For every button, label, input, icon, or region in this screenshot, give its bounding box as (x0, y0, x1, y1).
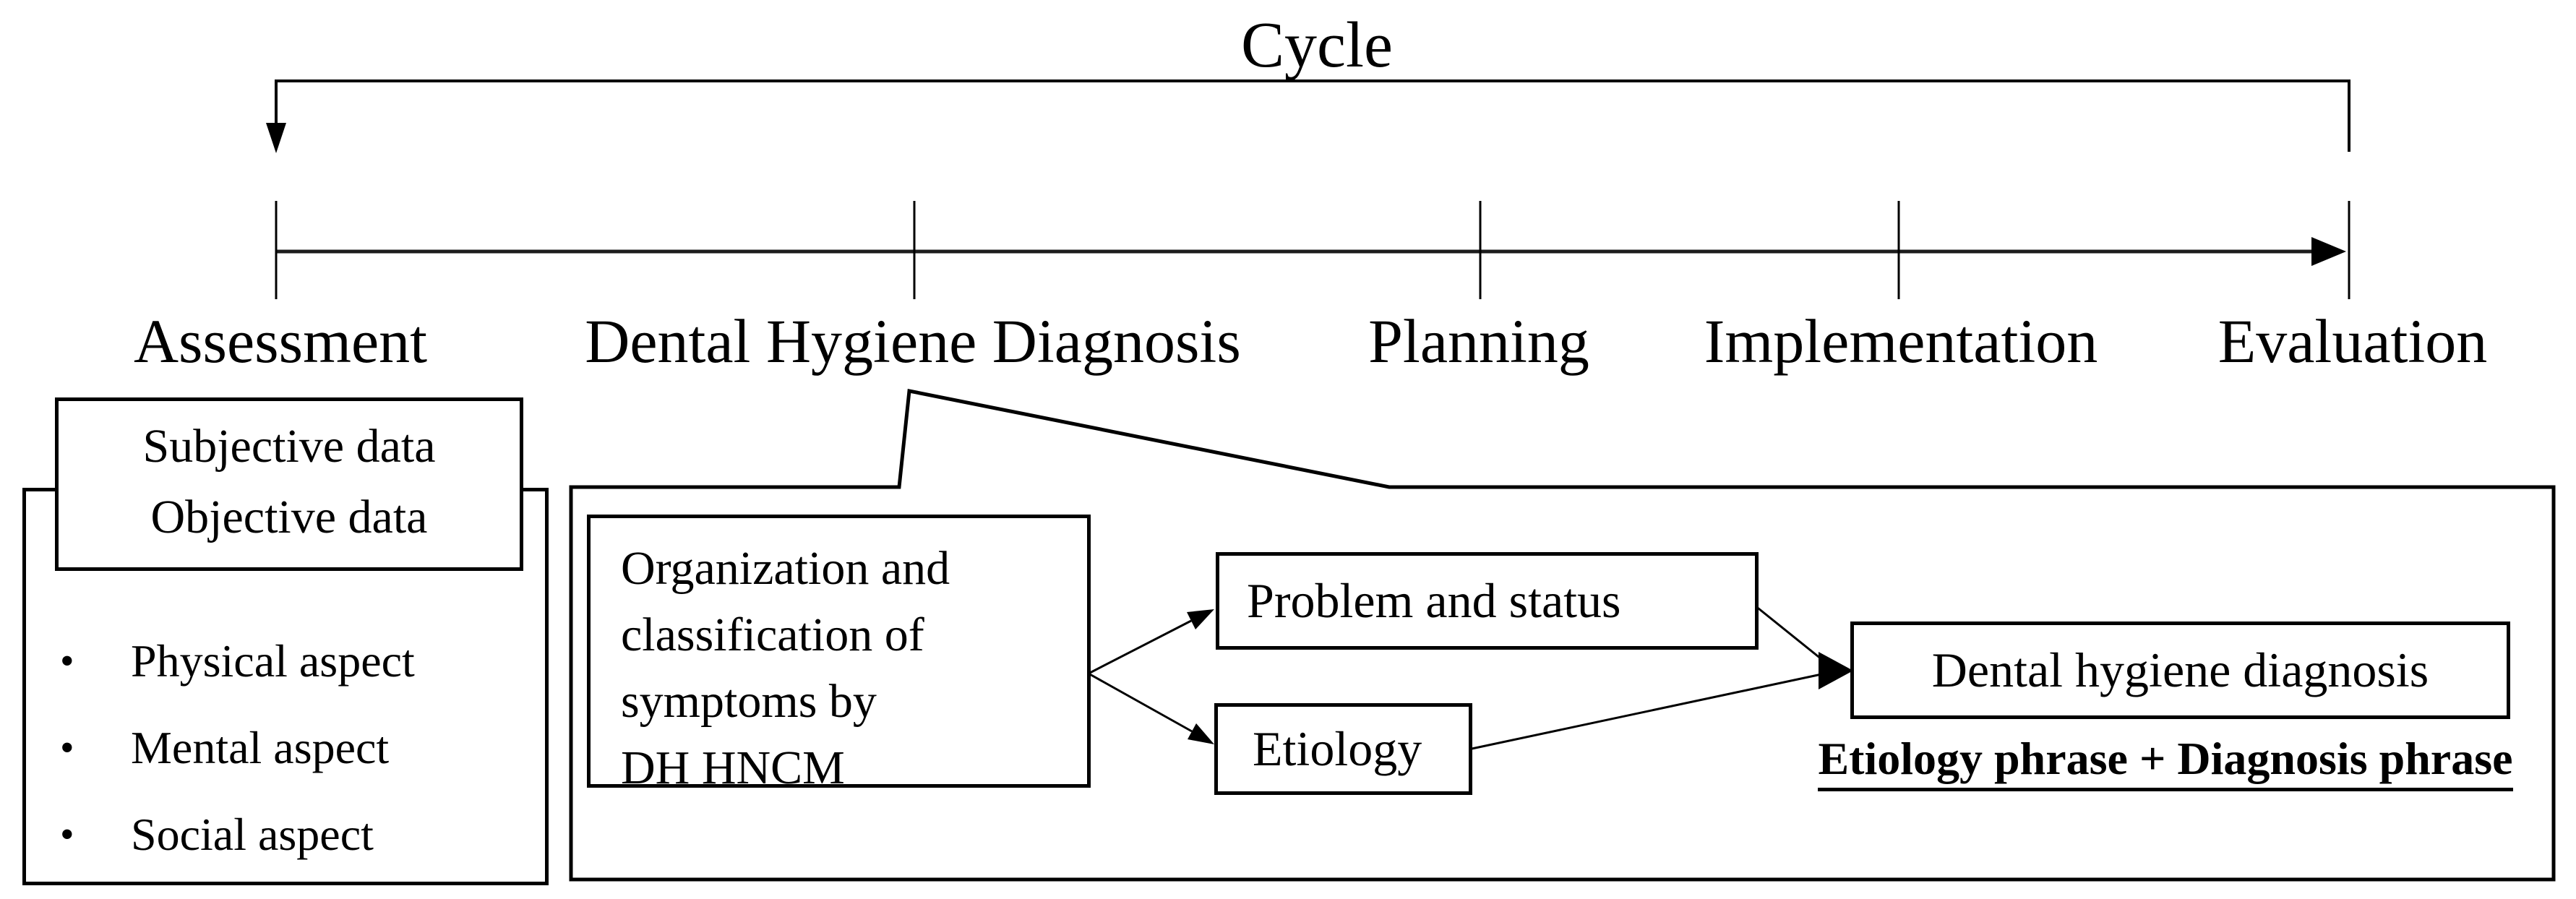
arrow-to-problem-head-icon (1187, 609, 1214, 629)
organization-box-line: DH HNCM (621, 741, 845, 794)
assessment-aspect-list: • Physical aspect • Mental aspect • Soci… (22, 618, 541, 878)
bullet-icon: • (60, 726, 74, 770)
physical-aspect-label: Physical aspect (131, 635, 415, 687)
subjective-data-label: Subjective data (142, 420, 436, 473)
cycle-title: Cycle (1241, 9, 1393, 81)
organization-box-line: classification of (621, 608, 924, 661)
diagnosis-arrowhead-icon (1819, 652, 1853, 689)
bullet-icon: • (60, 639, 74, 684)
mental-aspect-label: Mental aspect (131, 722, 390, 773)
etiology-diagnosis-phrase-note: Etiology phrase + Diagnosis phrase (1775, 733, 2556, 792)
stage-label-assessment: Assessment (133, 306, 428, 376)
dental-hygiene-diagnosis-box: Dental hygiene diagnosis (1850, 621, 2510, 719)
etiology-to-diagnosis-line (1464, 673, 1822, 752)
cycle-bracket-line (275, 79, 2350, 152)
list-item-mental-aspect: • Mental aspect (22, 705, 541, 791)
etiology-label: Etiology (1253, 721, 1422, 776)
social-aspect-label: Social aspect (131, 809, 374, 860)
dental-hygiene-diagnosis-label: Dental hygiene diagnosis (1931, 642, 2429, 697)
assessment-data-box: Subjective data Objective data (55, 397, 523, 571)
list-item-physical-aspect: • Physical aspect (22, 618, 541, 705)
etiology-diagnosis-phrase-label: Etiology phrase + Diagnosis phrase (1818, 733, 2513, 792)
stage-label-dental-hygiene-diagnosis: Dental Hygiene Diagnosis (585, 306, 1241, 376)
cycle-return-arrowhead-icon (266, 123, 286, 153)
problem-to-diagnosis-line (1754, 604, 1822, 661)
arrow-to-etiology-head-icon (1188, 723, 1214, 744)
arrow-to-etiology-line (1088, 672, 1193, 733)
list-item-social-aspect: • Social aspect (22, 791, 541, 878)
arrow-to-problem-line (1088, 619, 1192, 675)
organization-box-line: symptoms by (621, 675, 877, 728)
bullet-icon: • (60, 812, 74, 857)
stage-label-implementation: Implementation (1704, 306, 2098, 376)
organization-box-line: Organization and (621, 542, 950, 595)
objective-data-label: Objective data (150, 491, 428, 543)
etiology-box: Etiology (1214, 703, 1472, 795)
timeline-arrowhead-icon (2311, 237, 2346, 266)
problem-and-status-box: Problem and status (1216, 552, 1759, 650)
stage-label-planning: Planning (1368, 306, 1589, 376)
stage-label-evaluation: Evaluation (2217, 306, 2488, 376)
problem-and-status-label: Problem and status (1247, 573, 1621, 628)
organization-classification-box: Organization and classification of sympt… (587, 515, 1091, 794)
